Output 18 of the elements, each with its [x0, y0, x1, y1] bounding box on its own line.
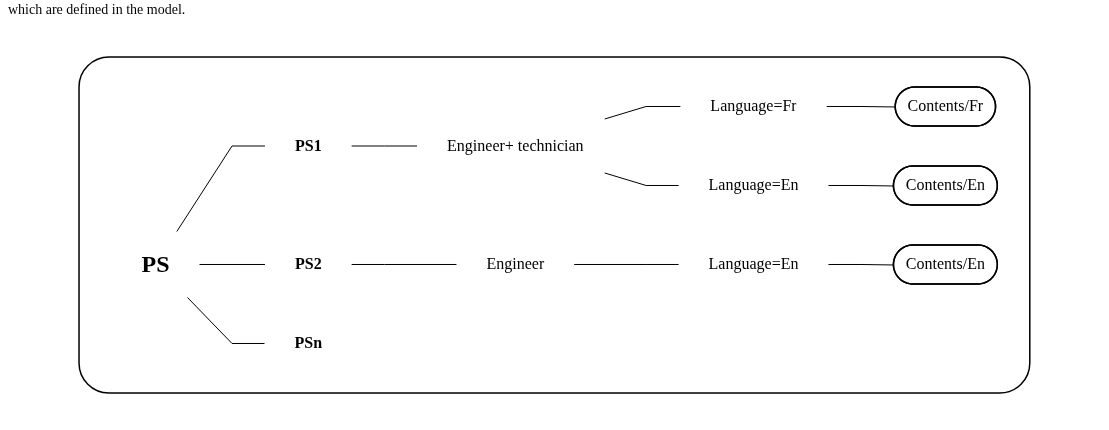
- node-text: Language=En: [708, 255, 799, 273]
- connector: [176, 145, 266, 232]
- note-text: which are defined in the model.: [8, 2, 186, 17]
- connector: [187, 297, 266, 344]
- connector: [573, 264, 680, 265]
- connector: [351, 264, 458, 265]
- node-text: Language=En: [708, 176, 799, 194]
- node-text: PS2: [295, 255, 322, 273]
- node-text: Engineer: [486, 255, 545, 273]
- connector: [604, 172, 680, 186]
- cluster: [78, 56, 1031, 394]
- node-text: PS: [141, 251, 170, 278]
- connector: [199, 264, 266, 265]
- node-text: PS1: [295, 137, 322, 154]
- node-text: PSn: [294, 334, 323, 352]
- node-text: Engineer+ technician: [447, 137, 584, 154]
- node-text: Language=Fr: [710, 97, 797, 115]
- connector: [604, 106, 681, 120]
